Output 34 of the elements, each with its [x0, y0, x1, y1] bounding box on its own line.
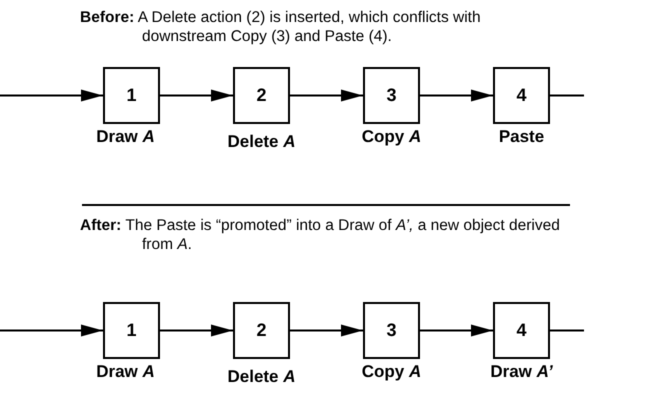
- step-label: Copy A: [360, 127, 422, 147]
- arrow: [160, 324, 233, 336]
- process-box: [363, 67, 420, 124]
- step-label: Delete A: [226, 132, 297, 152]
- arrow: [0, 90, 103, 102]
- step-label: Delete A: [226, 367, 297, 387]
- step-number: 4: [516, 85, 526, 106]
- process-box: [233, 67, 290, 124]
- step-label: Draw A’: [489, 362, 554, 382]
- arrow: [290, 90, 363, 102]
- step-number: 2: [256, 320, 266, 341]
- arrow: [420, 90, 493, 102]
- description-text: Before: A Delete action (2) is inserted, which conflicts with downstream Copy (3) and Paste (4).: [80, 8, 482, 46]
- step-number: 1: [126, 320, 136, 341]
- step-number: 3: [386, 320, 396, 341]
- step-label: Draw A: [95, 127, 156, 147]
- step-label: Draw A: [95, 362, 156, 382]
- process-box: [493, 67, 550, 124]
- step-number: 4: [516, 320, 526, 341]
- arrow: [160, 90, 233, 102]
- process-box: [103, 302, 160, 359]
- process-box: [363, 302, 420, 359]
- step-label: Paste: [498, 127, 546, 147]
- description-text: After: The Paste is “promoted” into a Draw of A’, a new object derived from A.: [80, 216, 561, 254]
- process-box: [103, 67, 160, 124]
- arrow: [420, 324, 493, 336]
- step-number: 1: [126, 85, 136, 106]
- arrow: [0, 324, 103, 336]
- step-label: Copy A: [360, 362, 422, 382]
- process-box: [233, 302, 290, 359]
- process-box: [493, 302, 550, 359]
- arrow: [290, 324, 363, 336]
- step-number: 2: [256, 85, 266, 106]
- step-number: 3: [386, 85, 396, 106]
